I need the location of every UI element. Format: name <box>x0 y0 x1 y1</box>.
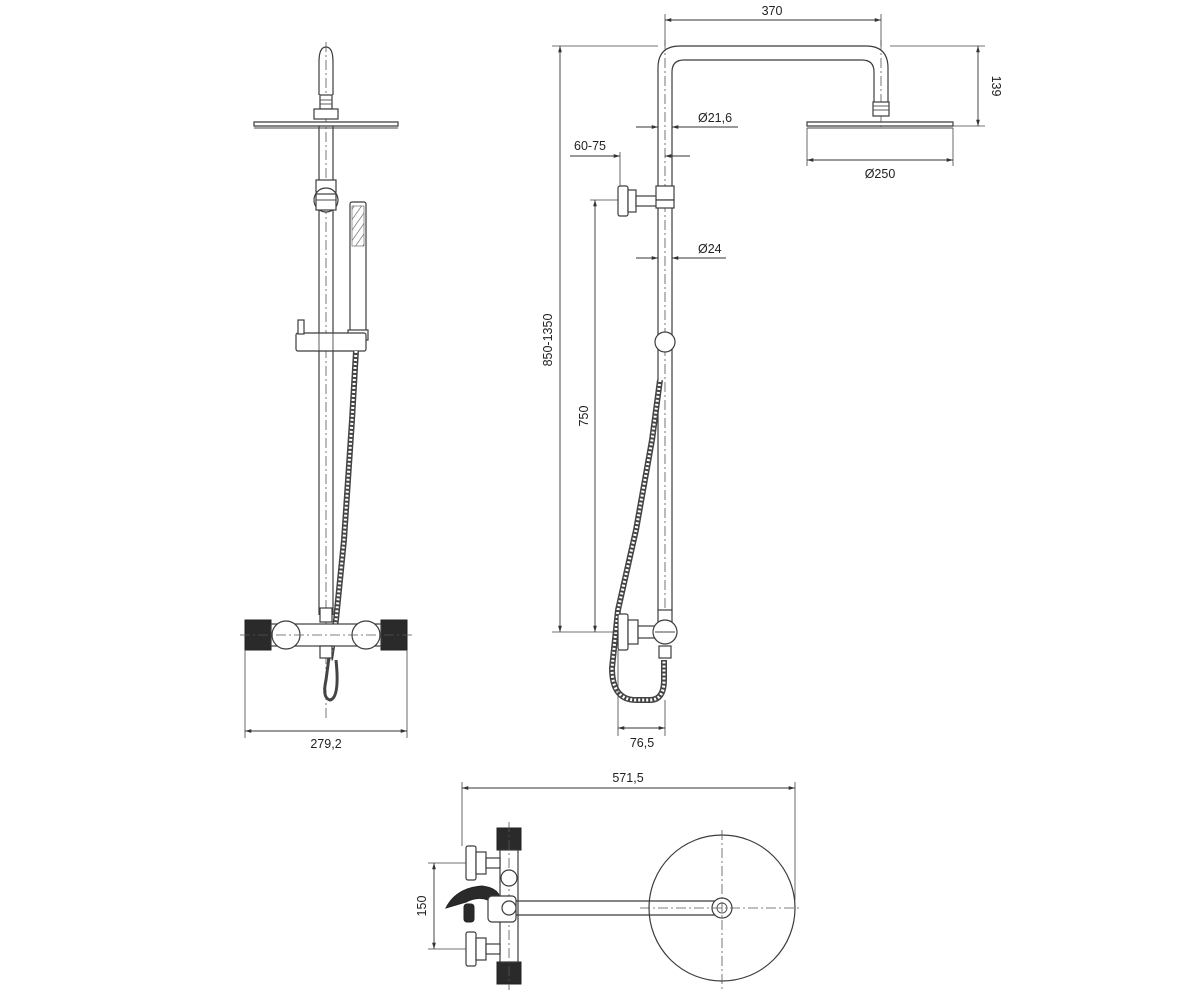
dim-head-height: 139 <box>989 76 1003 97</box>
dim-total-depth: 571,5 <box>612 771 643 785</box>
shower-arm-top <box>318 42 334 720</box>
shower-head-side <box>806 101 954 129</box>
dim-inlet-spacing: 150 <box>415 896 429 917</box>
dim-head-projection: 370 <box>762 4 783 18</box>
wall-bracket-side <box>617 185 675 217</box>
riser-pipe-side <box>657 40 889 640</box>
dim-mixer-height: 750 <box>577 406 591 427</box>
dim-head-diameter: Ø250 <box>865 167 896 181</box>
dim-wall-offset: 60-75 <box>574 139 606 153</box>
valve-handle-upper <box>465 845 501 881</box>
front-view: 279,2 <box>240 42 412 751</box>
valve-handle-lower <box>465 931 501 967</box>
dim-total-height: 850-1350 <box>541 314 555 367</box>
dim-pipe-diameter-upper: Ø21,6 <box>698 111 732 125</box>
mixer-top <box>496 822 522 990</box>
dim-mixer-width: 279,2 <box>310 737 341 751</box>
mixer-side <box>617 609 678 659</box>
top-view: 571,5 150 <box>415 771 800 990</box>
shower-arm-top-view <box>487 895 733 923</box>
mixer-front <box>240 607 412 659</box>
slide-holder <box>295 319 367 352</box>
hand-shower-front <box>347 201 369 341</box>
upper-pipe-holder <box>313 179 339 213</box>
slide-knob-side <box>654 331 676 353</box>
shower-head-front <box>253 108 399 129</box>
dim-pipe-diameter-lower: Ø24 <box>698 242 722 256</box>
dim-mixer-depth: 76,5 <box>630 736 654 750</box>
side-view: 370 139 Ø21,6 60-75 Ø250 Ø24 850-1350 <box>541 4 1003 750</box>
